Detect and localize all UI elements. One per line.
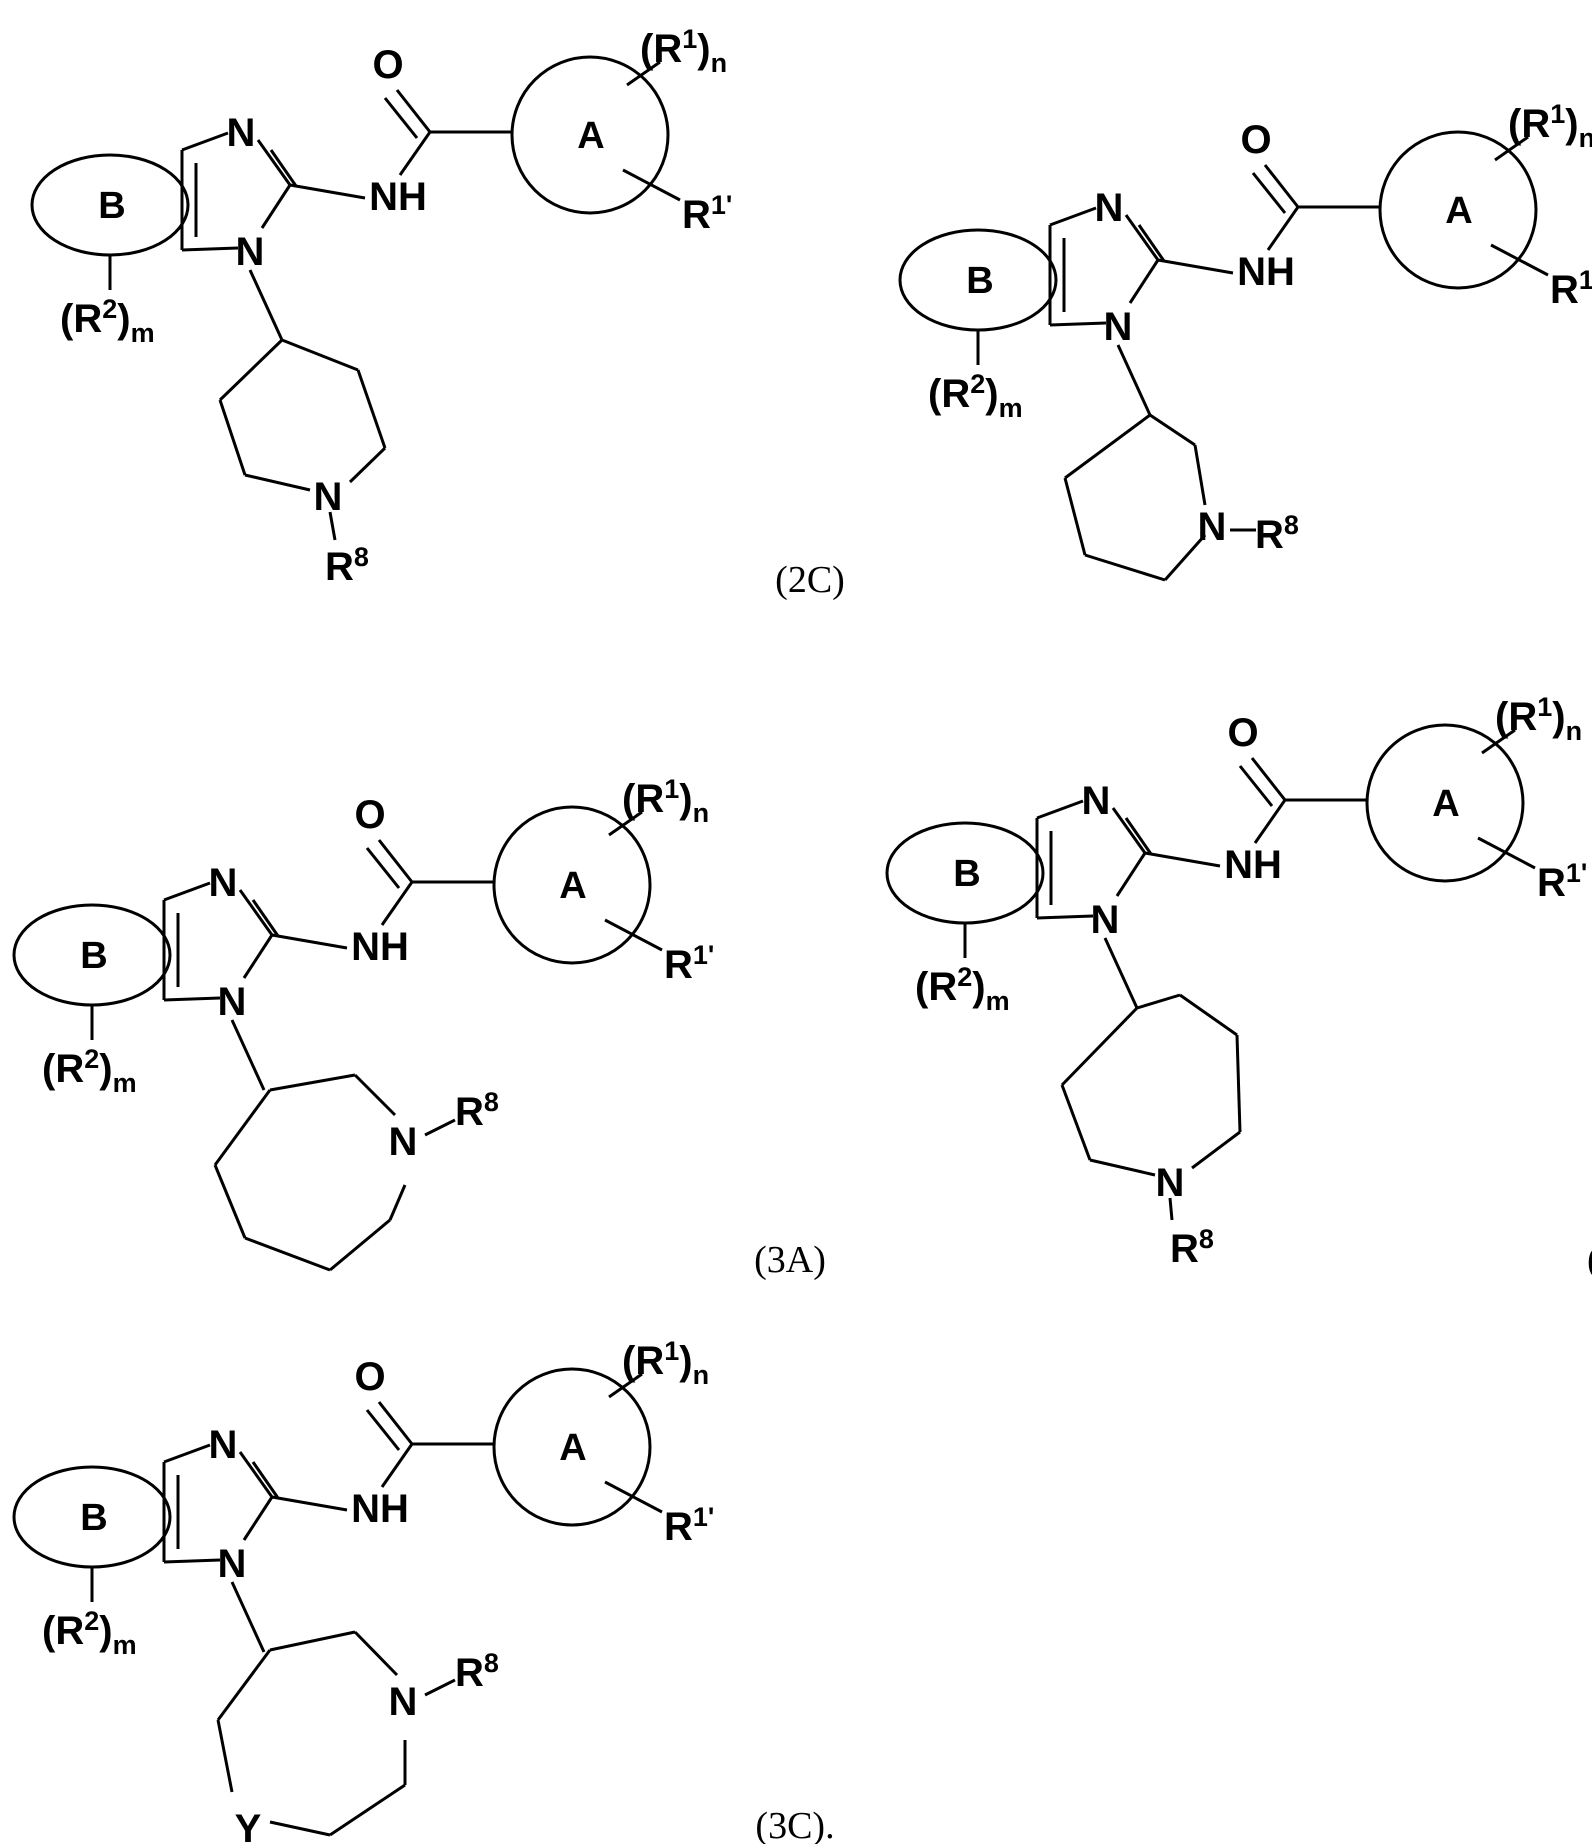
piperidine-n-label: N [1198, 505, 1227, 549]
ring-y-label: Y [235, 1807, 262, 1844]
structure-3c-y-heteroazepane: N R8 Y (3C). [14, 1336, 835, 1844]
piperidine-n-label: N [314, 475, 343, 519]
azepane-n-label: N [389, 1120, 418, 1164]
r8-group-label: R8 [455, 1648, 499, 1695]
ring-n-label: N [389, 1680, 418, 1724]
formula-label-cut: ( [1587, 1239, 1592, 1281]
formula-label-3a: (3A) [754, 1239, 826, 1281]
r8-group-label: R8 [455, 1087, 499, 1134]
structure-2c-piperidin-3-yl: N R8 (2C) [775, 99, 1592, 601]
structure-3a-azepan-3-yl: N R8 (3A) [14, 774, 826, 1281]
r8-group-label: R8 [1255, 510, 1299, 557]
r8-group-label: R8 [1170, 1224, 1214, 1271]
formula-label-3c: (3C). [755, 1805, 834, 1844]
formula-label-2c: (2C) [775, 559, 845, 601]
structure-piperidin-4-yl: N R8 [32, 24, 732, 589]
structure-azepan-4-yl: N R8 ( [887, 692, 1592, 1281]
azepane-n-label: N [1156, 1161, 1185, 1205]
r8-group-label: R8 [325, 542, 369, 589]
